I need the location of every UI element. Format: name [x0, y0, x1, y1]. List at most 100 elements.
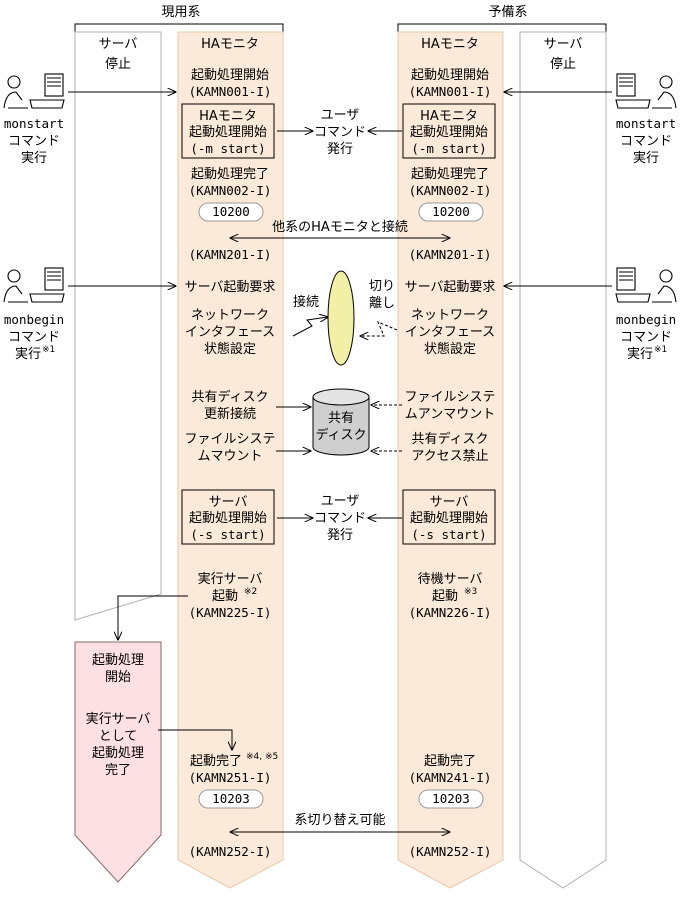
standby-start-begin: 起動処理開始: [411, 68, 489, 83]
standby-kamn226: (KAMN226-I): [409, 605, 492, 620]
standby-net-line2: インタフェース: [405, 325, 495, 340]
command-label-right-1: コマンド: [620, 134, 672, 149]
active-boot-done: 起動完了: [190, 754, 242, 769]
monstart-label-left: monstart: [4, 116, 64, 131]
active-kamn002: (KAMN002-I): [189, 183, 272, 198]
operator-icon-right-2: [615, 267, 677, 303]
standby-code-badge-1: [418, 202, 484, 222]
active-code-2: 10203: [212, 791, 250, 806]
shared-disk-line2: ディスク: [315, 427, 366, 443]
standby-net-line3: 状態設定: [424, 341, 476, 357]
standby-disk-line1: 共有ディスク: [411, 431, 488, 447]
monstart-label-right: monstart: [616, 116, 676, 131]
active-start-done: 起動処理完了: [191, 167, 269, 182]
detach-line1: 切り: [369, 279, 395, 294]
active-monitor-start-box: [181, 103, 275, 159]
standby-kamn002: (KAMN002-I): [409, 183, 492, 198]
active-net-line1: ネットワーク: [191, 308, 269, 323]
command-label-left-1: コマンド: [8, 134, 60, 149]
note1-right: ※1: [654, 345, 667, 355]
user-cmd1-line1: ユーザ: [321, 108, 360, 123]
active-exec-server-line1: 実行サーバ: [198, 571, 263, 587]
active-kamn201: (KAMN201-I): [189, 247, 272, 262]
active-server-line6: 完了: [105, 763, 131, 778]
standby-box1-line3: (-m start): [411, 141, 486, 156]
active-group-bracket: [74, 23, 284, 32]
active-server-line2: 開始: [105, 670, 131, 685]
standby-server-column: [519, 31, 607, 889]
switchable-label: 系切り替え可能: [294, 813, 385, 828]
standby-system-label: 予備系: [488, 4, 527, 20]
operator-icon-right-1: [615, 73, 677, 109]
detach-bolt: [360, 321, 398, 336]
standby-kamn201: (KAMN201-I): [409, 247, 492, 262]
standby-monitor-column: [397, 31, 504, 889]
exec-label-left-2: 実行: [15, 346, 41, 362]
standby-fs-line2: ムアンマウント: [405, 407, 495, 422]
active-code-1: 10200: [212, 204, 250, 219]
active-box2-line2: 起動処理開始: [189, 511, 267, 526]
standby-box2-line1: サーバ: [430, 495, 469, 510]
command-label-left-2: コマンド: [8, 330, 60, 345]
connect-label: 接続: [293, 294, 319, 310]
standby-box2-line2: 起動処理開始: [410, 511, 488, 526]
standby-box1-line2: 起動処理開始: [410, 125, 488, 140]
monbegin-label-left: monbegin: [4, 312, 64, 327]
command-label-right-2: コマンド: [620, 330, 672, 345]
shared-disk-line1: 共有: [328, 411, 354, 426]
active-code-badge-1: [198, 202, 264, 222]
active-box1-line3: (-m start): [190, 141, 265, 156]
standby-kamn001: (KAMN001-I): [409, 84, 492, 99]
standby-server-status: 停止: [550, 56, 576, 72]
active-net-line3: 状態設定: [204, 341, 256, 357]
standby-disk-line2: アクセス禁止: [411, 449, 488, 464]
user-cmd2-line2: コマンド: [314, 511, 366, 526]
active-box2-line3: (-s start): [190, 527, 265, 542]
standby-kamn241: (KAMN241-I): [409, 770, 492, 785]
active-box1-line2: 起動処理開始: [189, 125, 267, 140]
active-system-label: 現用系: [161, 5, 200, 20]
active-box2-line1: サーバ: [209, 495, 248, 510]
exec-label-left-1: 実行: [21, 150, 47, 166]
standby-kamn252: (KAMN252-I): [409, 844, 492, 859]
active-code-badge-2: [198, 789, 264, 809]
active-server-line5: 起動処理: [92, 746, 144, 761]
active-fs-line1: ファイルシステ: [184, 432, 275, 447]
standby-server-start-box: [402, 489, 496, 545]
active-server-line1: 起動処理: [92, 653, 144, 668]
user-cmd2-line1: ユーザ: [321, 494, 360, 509]
active-box1-line1: HAモニタ: [199, 109, 257, 124]
active-server-header: サーバ: [99, 37, 138, 52]
exec-label-right-1: 実行: [633, 150, 659, 166]
standby-server-start-req: サーバ起動要求: [405, 280, 496, 295]
active-kamn225: (KAMN225-I): [189, 605, 272, 620]
active-disk-line2: 更新接続: [204, 406, 256, 422]
standby-code-1: 10200: [432, 204, 470, 219]
standby-boot-done: 起動完了: [424, 754, 476, 769]
active-server-process: [74, 641, 162, 883]
active-exec-server-line2: 起動: [212, 589, 238, 604]
standby-note3: ※3: [464, 587, 477, 597]
active-fs-line2: ムマウント: [197, 449, 262, 464]
user-cmd2-line3: 発行: [327, 528, 353, 543]
active-monitor-column: [177, 31, 284, 889]
active-server-start-box: [181, 489, 275, 545]
exec-server-start-arrow: [118, 595, 188, 640]
active-disk-line1: 共有ディスク: [191, 389, 268, 405]
standby-fs-line1: ファイルシステ: [404, 390, 495, 405]
active-kamn001: (KAMN001-I): [189, 84, 272, 99]
standby-start-done: 起動処理完了: [411, 167, 489, 182]
standby-monitor-start-box: [402, 103, 496, 159]
active-server-column: [74, 31, 162, 621]
standby-box1-line1: HAモニタ: [420, 109, 478, 124]
active-net-line2: インタフェース: [185, 325, 275, 340]
detach-line2: 離し: [369, 296, 395, 311]
active-note2: ※2: [244, 587, 257, 597]
active-monitor-header: HAモニタ: [201, 37, 259, 52]
boot-complete-arrow: [158, 729, 232, 750]
standby-wait-server-line1: 待機サーバ: [418, 572, 483, 587]
standby-box2-line3: (-s start): [411, 527, 486, 542]
standby-wait-server-line2: 起動: [432, 589, 458, 604]
monbegin-label-right: monbegin: [616, 312, 676, 327]
